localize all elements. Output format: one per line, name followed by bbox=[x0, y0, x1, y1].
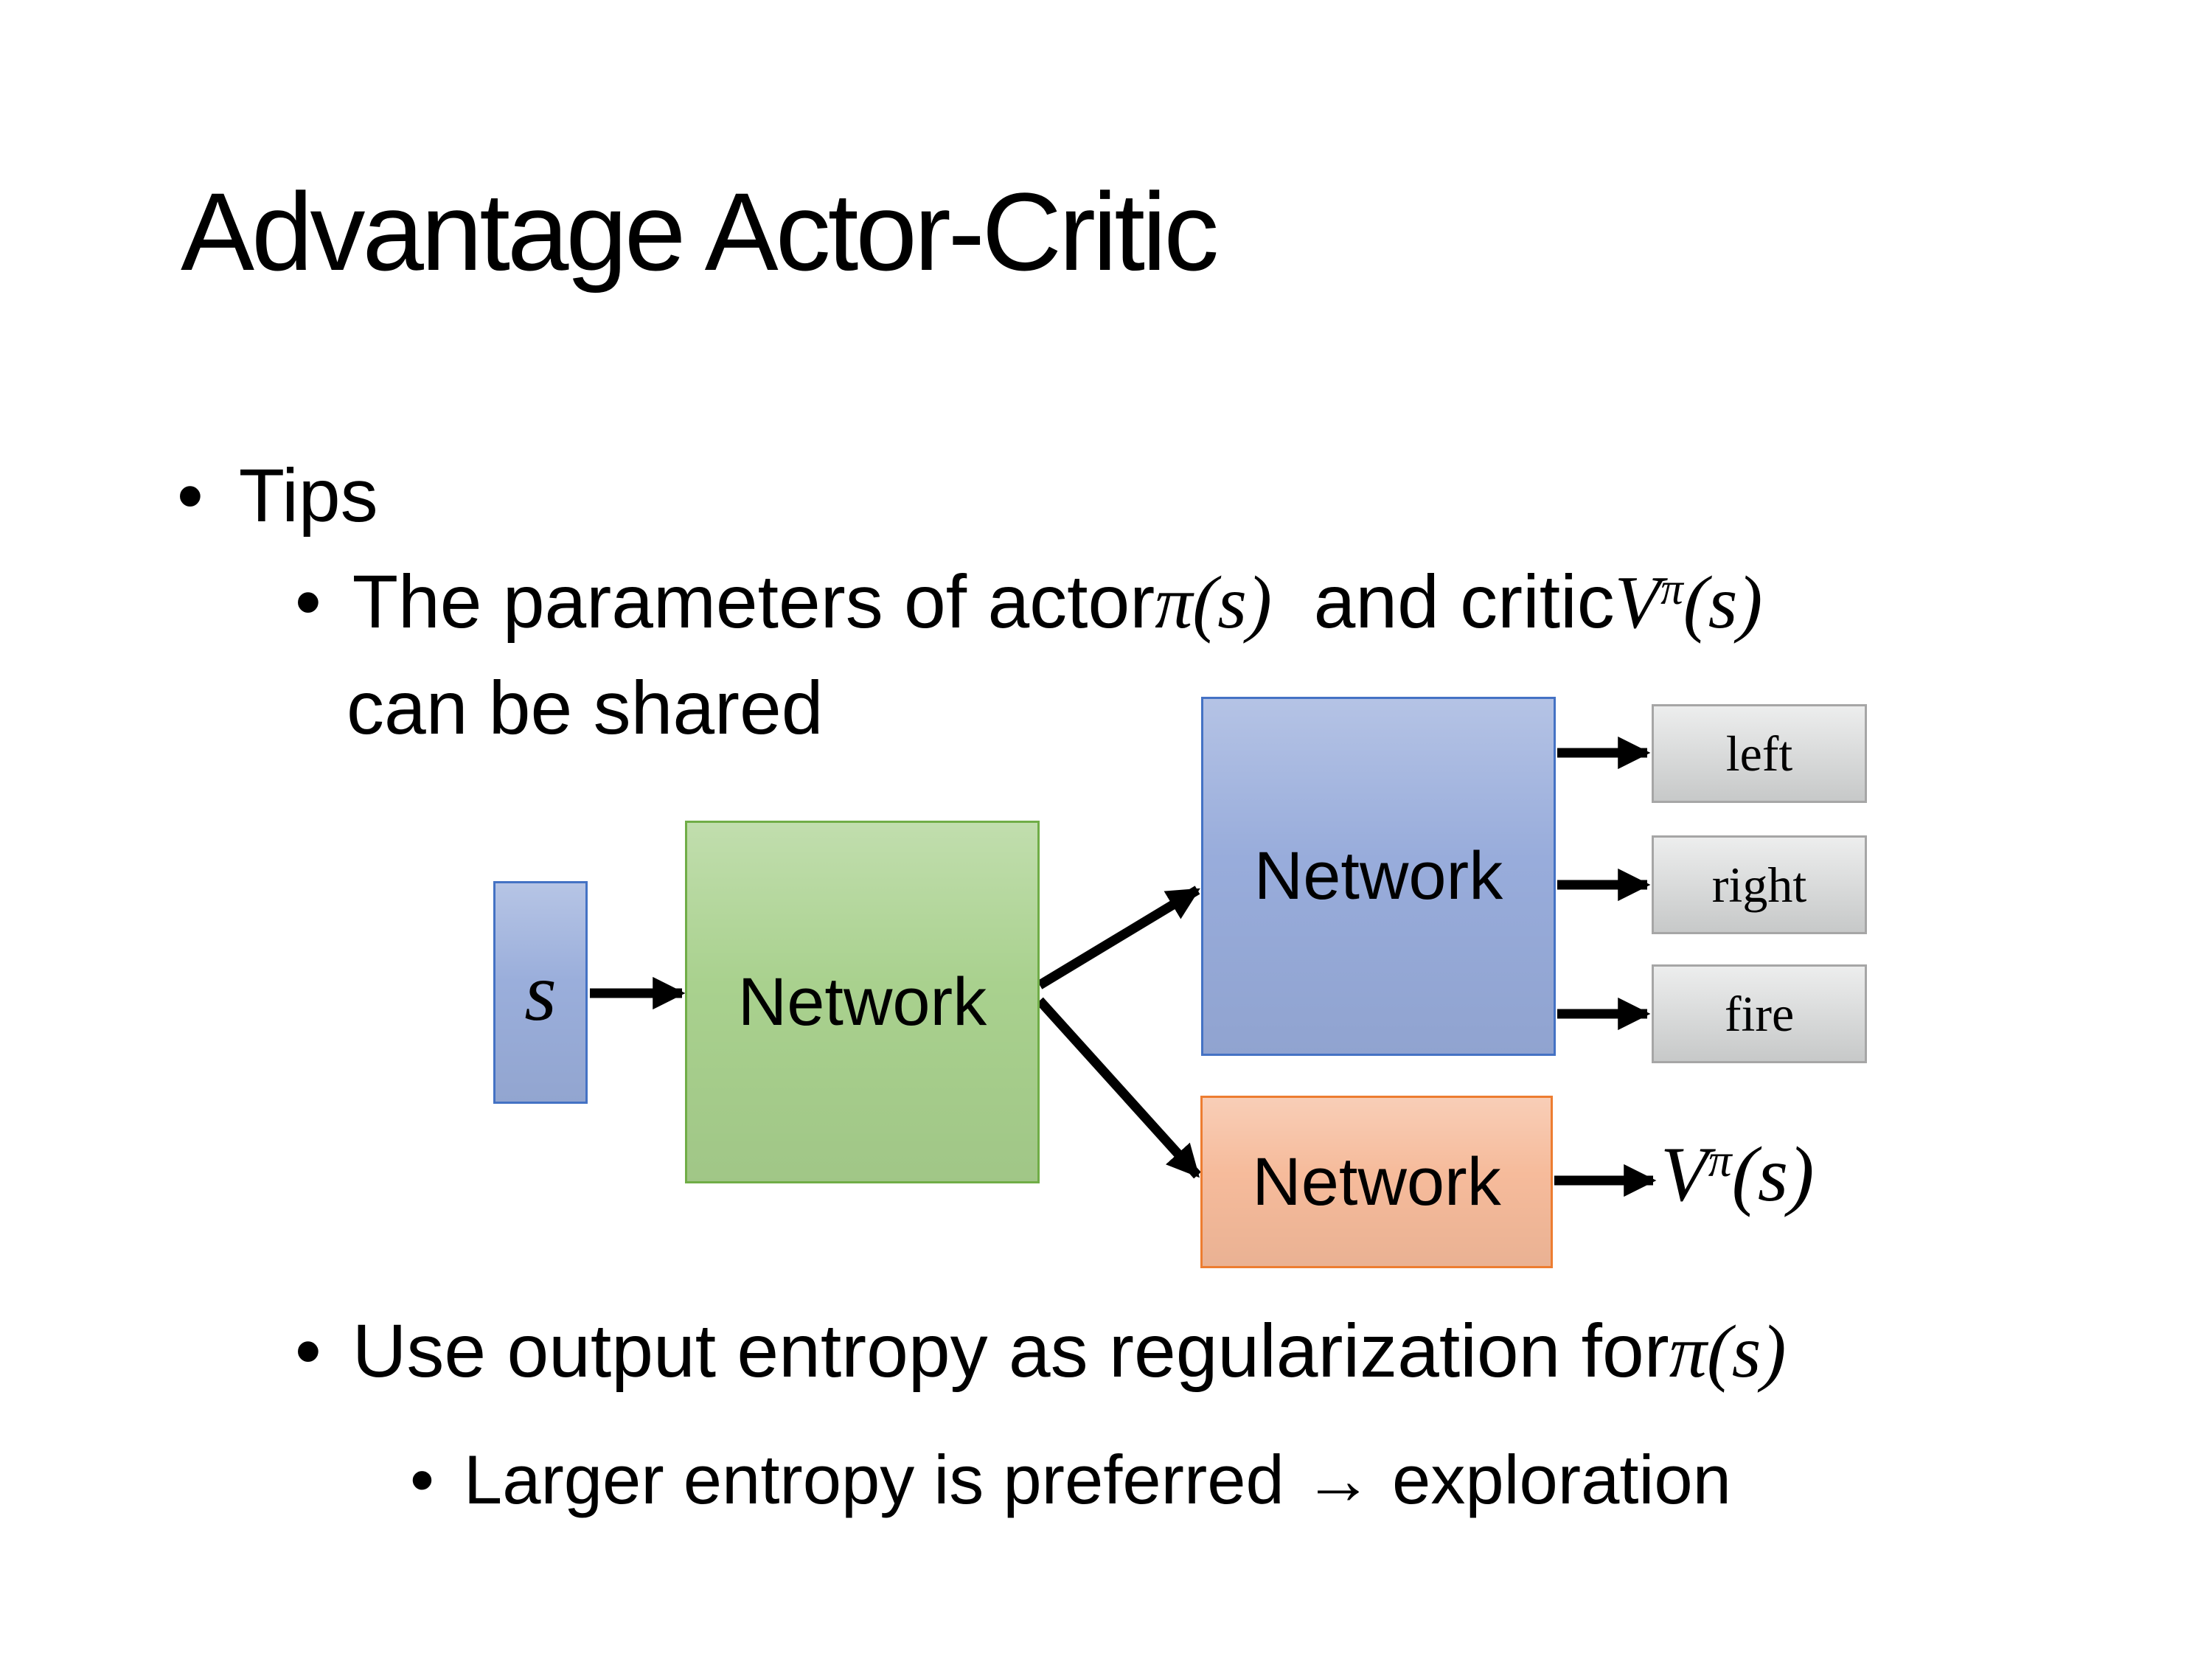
critic-v-args-math: (s) bbox=[1683, 561, 1763, 644]
action-box-left: left bbox=[1652, 704, 1867, 803]
critic-network-box: Network bbox=[1200, 1096, 1553, 1268]
bullet-dot: • bbox=[410, 1441, 434, 1518]
shared-network-box: Network bbox=[685, 821, 1040, 1183]
critic-output-args-math: (s) bbox=[1731, 1131, 1815, 1217]
actor-network-box: Network bbox=[1201, 697, 1556, 1056]
actor-network-label: Network bbox=[1253, 838, 1503, 914]
action-label-right: right bbox=[1711, 856, 1807, 913]
param-text-2: and critic bbox=[1271, 560, 1615, 644]
exploration-text: Larger entropy is preferred → exploratio… bbox=[463, 1441, 1731, 1518]
critic-v-math: V bbox=[1614, 561, 1661, 644]
tips-label: Tips bbox=[238, 453, 378, 538]
bullet-dot: • bbox=[177, 453, 204, 538]
slide-title: Advantage Actor-Critic bbox=[181, 170, 1219, 293]
critic-network-label: Network bbox=[1252, 1144, 1501, 1220]
entropy-pi-math: π(s) bbox=[1669, 1310, 1787, 1394]
bullet-dot: • bbox=[295, 1309, 321, 1393]
bullet-line-tips: • Tips bbox=[177, 451, 378, 540]
action-label-fire: fire bbox=[1724, 985, 1795, 1042]
critic-output-v-math: V bbox=[1660, 1131, 1708, 1217]
entropy-text: Use output entropy as regularization for bbox=[352, 1309, 1669, 1393]
critic-output-label: Vπ(s) bbox=[1660, 1130, 1814, 1220]
shared-network-label: Network bbox=[737, 964, 987, 1040]
input-state-box: s bbox=[493, 881, 588, 1104]
critic-output-sup-math: π bbox=[1708, 1133, 1732, 1186]
bullet-line-entropy: • Use output entropy as regularization f… bbox=[295, 1307, 1786, 1397]
bullet-dot: • bbox=[295, 560, 321, 644]
arrow-shared-to-actor bbox=[1037, 886, 1200, 990]
action-box-fire: fire bbox=[1652, 964, 1867, 1063]
input-state-label: s bbox=[524, 946, 557, 1038]
arrow-shared-to-critic bbox=[1036, 997, 1201, 1179]
bullet-line-exploration: • Larger entropy is preferred → explorat… bbox=[410, 1439, 1731, 1521]
param-continuation-text: can be shared bbox=[347, 666, 824, 750]
bullet-line-parameters-continuation: can be shared bbox=[347, 664, 823, 752]
critic-v-sup-math: π bbox=[1660, 564, 1683, 615]
actor-pi-math: π(s) bbox=[1155, 561, 1272, 644]
action-box-right: right bbox=[1652, 835, 1867, 934]
action-label-left: left bbox=[1725, 725, 1793, 782]
bullet-line-parameters: • The parameters of actor π(s) and criti… bbox=[295, 557, 1762, 647]
param-text-1: The parameters of actor bbox=[352, 560, 1155, 644]
